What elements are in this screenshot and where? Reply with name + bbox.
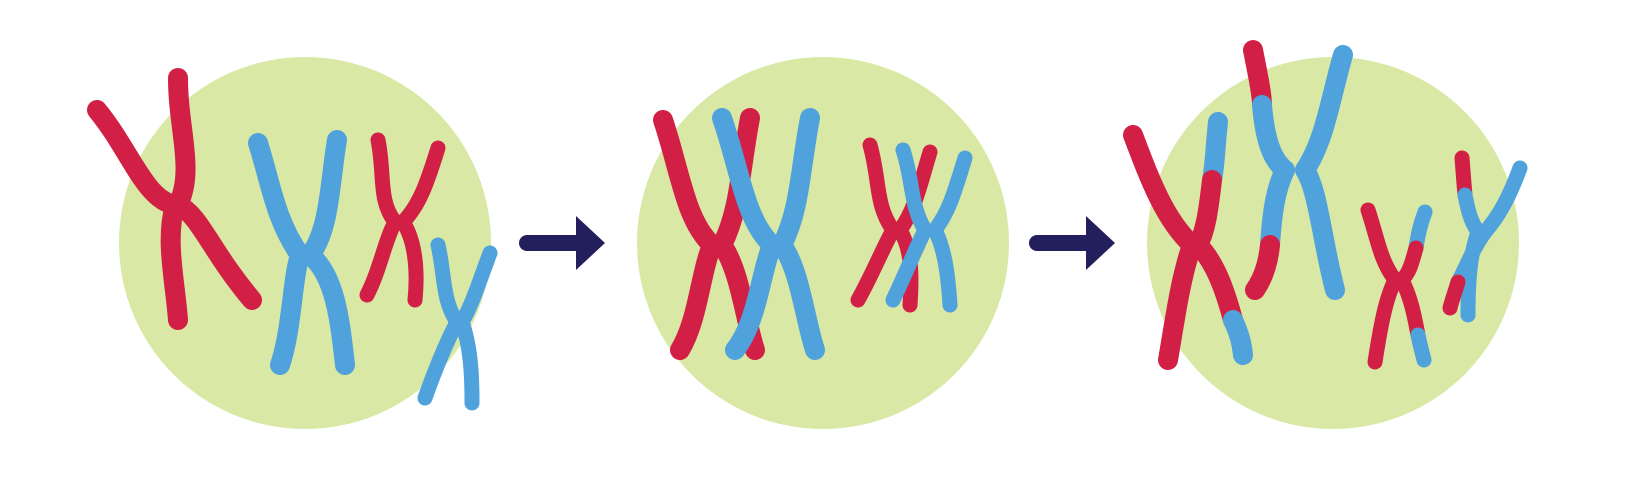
stage-2-cell [637,57,1009,429]
blue-chromosome-large [712,108,825,360]
stage-1-cell [87,57,498,429]
recombinant-chromosome-small-red [1360,202,1433,370]
red-chromosome-large [87,68,262,330]
recombinant-chromosome-red [1123,112,1253,370]
blue-chromosome-small [885,142,973,313]
arrow-right-icon [1029,216,1115,270]
cell-circle [119,57,491,429]
stage-3-cell [1123,40,1528,429]
blue-chromosome-large [248,130,355,375]
arrow-right-icon [519,216,605,270]
blue-chromosome-small [417,237,498,411]
red-chromosome-small [359,132,446,308]
cell-circle [637,57,1009,429]
recombinant-chromosome-blue [1243,40,1353,300]
recombinant-chromosome-small-blue [1442,150,1528,323]
